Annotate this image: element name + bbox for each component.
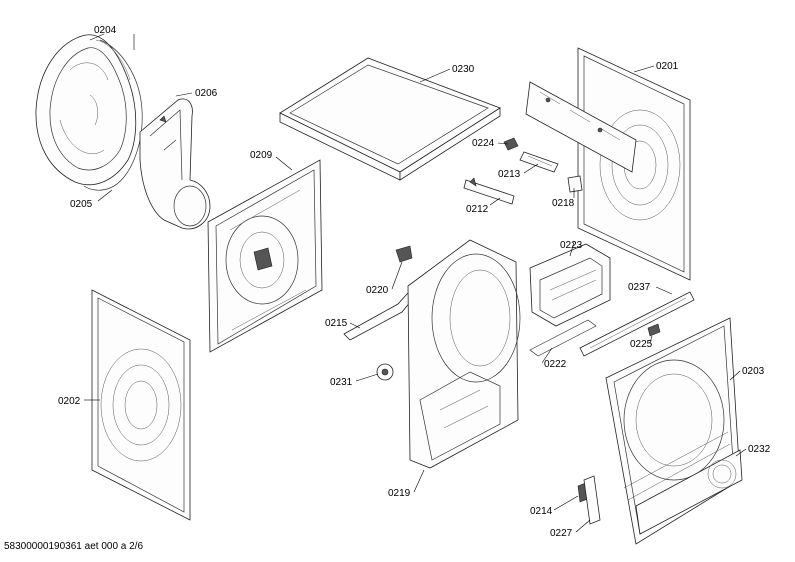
label-0206: 0206: [195, 88, 218, 99]
label-0214: 0214: [530, 506, 553, 517]
part-0206-door-frame: [139, 98, 211, 230]
part-0224-clip: [503, 137, 519, 151]
label-0201: 0201: [656, 61, 679, 72]
label-0231: 0231: [330, 377, 353, 388]
part-control-board-bracket: [525, 81, 637, 173]
label-0202: 0202: [58, 396, 81, 407]
part-0219-bearing-shield: [407, 239, 521, 469]
part-0227-strip: [583, 475, 601, 525]
part-0213-cable-holder: [519, 151, 559, 173]
label-0224: 0224: [472, 138, 495, 149]
label-0223: 0223: [560, 240, 583, 251]
part-0232-plinth-cover: [635, 449, 743, 535]
label-0204: 0204: [94, 25, 117, 36]
label-0227: 0227: [550, 528, 573, 539]
part-0220-sensor: [395, 245, 413, 263]
part-0204-door-seal: [35, 34, 137, 186]
part-0205-seal-strip: [83, 39, 143, 191]
label-0219: 0219: [388, 488, 411, 499]
part-0201-side-panel-right: [577, 47, 691, 281]
label-0205: 0205: [70, 199, 93, 210]
leader-lines: [84, 33, 747, 533]
label-0220: 0220: [366, 285, 389, 296]
label-0232: 0232: [748, 444, 771, 455]
label-0222: 0222: [544, 359, 567, 370]
part-0222-gasket: [529, 319, 597, 357]
label-0203: 0203: [742, 366, 765, 377]
part-0209-rear-panel: [207, 159, 323, 353]
part-0225-connector: [647, 323, 661, 337]
part-0237-rail: [579, 291, 695, 357]
label-0212: 0212: [466, 204, 489, 215]
part-0212-rail: [463, 177, 515, 205]
part-0231-knob: [376, 363, 394, 381]
label-0225: 0225: [630, 339, 653, 350]
label-0213: 0213: [498, 169, 521, 180]
label-0230: 0230: [452, 64, 475, 75]
part-0202-side-panel-left: [91, 289, 191, 521]
label-0218: 0218: [552, 198, 575, 209]
label-0237: 0237: [628, 282, 651, 293]
label-0209: 0209: [250, 150, 273, 161]
document-id-footer: 58300000190361 aet 000 a 2/6: [4, 541, 144, 552]
part-labels: 0204 0206 0205 0230 0201 0209 0224 0213 …: [58, 25, 771, 539]
part-0223-filter-housing: [529, 243, 611, 327]
part-0218-holder: [567, 175, 583, 193]
label-0215: 0215: [325, 318, 348, 329]
part-0230-top-cover: [279, 57, 501, 181]
